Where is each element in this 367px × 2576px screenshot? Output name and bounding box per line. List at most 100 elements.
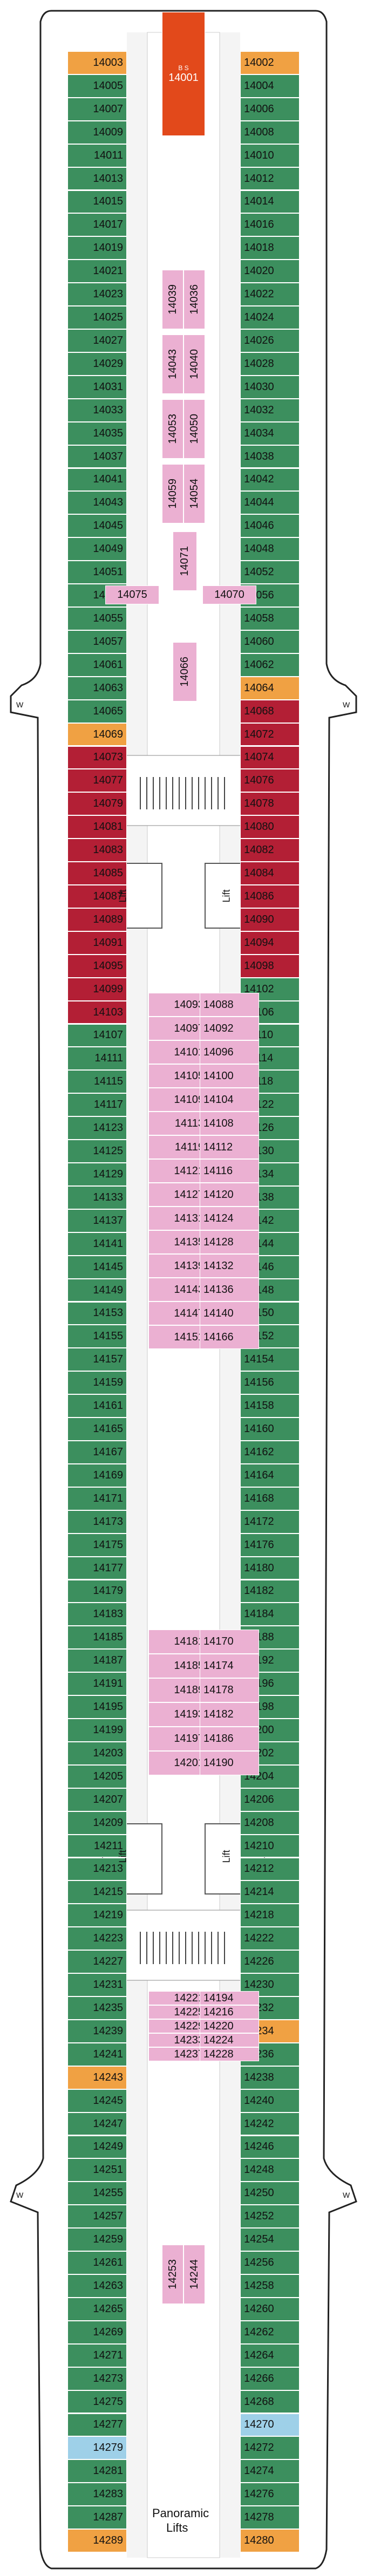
cabin-14208[interactable]: 14208: [240, 1811, 300, 1835]
cabin-14137[interactable]: 14137: [67, 1209, 127, 1232]
cabin-14247[interactable]: 14247: [67, 2112, 127, 2136]
cabin-14214[interactable]: 14214: [240, 1880, 300, 1904]
cabin-14201[interactable]: 14201: [148, 1751, 208, 1775]
cabin-14065[interactable]: 14065: [67, 699, 127, 723]
cabin-14025[interactable]: 14025: [67, 306, 127, 329]
cabin-14121[interactable]: 14121: [148, 1159, 208, 1183]
cabin-14169[interactable]: 14169: [67, 1463, 127, 1487]
cabin-14038[interactable]: 14038: [240, 445, 300, 468]
cabin-14104[interactable]: 14104: [200, 1088, 259, 1112]
cabin-14260[interactable]: 14260: [240, 2297, 300, 2321]
cabin-14254[interactable]: 14254: [240, 2228, 300, 2252]
cabin-14097[interactable]: 14097: [148, 1017, 208, 1040]
cabin-14037[interactable]: 14037: [67, 445, 127, 468]
cabin-14246[interactable]: 14246: [240, 2135, 300, 2159]
cabin-14166[interactable]: 14166: [200, 1325, 259, 1349]
cabin-14219[interactable]: 14219: [67, 1904, 127, 1927]
cabin-14153[interactable]: 14153: [67, 1301, 127, 1325]
cabin-14061[interactable]: 14061: [67, 653, 127, 677]
cabin-14157[interactable]: 14157: [67, 1348, 127, 1372]
cabin-14041[interactable]: 14041: [67, 468, 127, 492]
cabin-14071[interactable]: 14071: [173, 531, 197, 591]
cabin-14132[interactable]: 14132: [200, 1254, 259, 1278]
cabin-14048[interactable]: 14048: [240, 537, 300, 561]
cabin-14244[interactable]: 14244: [184, 2245, 205, 2304]
cabin-14098[interactable]: 14098: [240, 954, 300, 978]
cabin-14002[interactable]: 14002: [240, 51, 300, 74]
cabin-14005[interactable]: 14005: [67, 74, 127, 98]
cabin-14015[interactable]: 14015: [67, 190, 127, 214]
cabin-14229[interactable]: 14229: [148, 2019, 208, 2033]
cabin-14079[interactable]: 14079: [67, 792, 127, 816]
cabin-14269[interactable]: 14269: [67, 2320, 127, 2344]
cabin-14283[interactable]: 14283: [67, 2483, 127, 2506]
cabin-14020[interactable]: 14020: [240, 260, 300, 283]
cabin-14094[interactable]: 14094: [240, 931, 300, 955]
cabin-14281[interactable]: 14281: [67, 2459, 127, 2483]
cabin-14268[interactable]: 14268: [240, 2390, 300, 2414]
cabin-14046[interactable]: 14046: [240, 514, 300, 538]
cabin-14023[interactable]: 14023: [67, 283, 127, 306]
cabin-14018[interactable]: 14018: [240, 236, 300, 260]
cabin-14259[interactable]: 14259: [67, 2228, 127, 2252]
cabin-14184[interactable]: 14184: [240, 1603, 300, 1626]
cabin-14115[interactable]: 14115: [67, 1070, 127, 1094]
cabin-14189[interactable]: 14189: [148, 1678, 208, 1702]
cabin-14129[interactable]: 14129: [67, 1163, 127, 1186]
cabin-14289[interactable]: 14289: [67, 2529, 127, 2552]
cabin-14140[interactable]: 14140: [200, 1301, 259, 1325]
cabin-14100[interactable]: 14100: [200, 1064, 259, 1088]
cabin-14089[interactable]: 14089: [67, 908, 127, 931]
cabin-14183[interactable]: 14183: [67, 1603, 127, 1626]
cabin-14069[interactable]: 14069: [67, 723, 127, 746]
cabin-14034[interactable]: 14034: [240, 421, 300, 445]
cabin-14006[interactable]: 14006: [240, 97, 300, 121]
cabin-14185[interactable]: 14185: [67, 1626, 127, 1650]
cabin-14235[interactable]: 14235: [67, 1996, 127, 2020]
cabin-14099[interactable]: 14099: [67, 977, 127, 1001]
cabin-14224[interactable]: 14224: [200, 2033, 259, 2047]
cabin-14165[interactable]: 14165: [67, 1418, 127, 1441]
cabin-14107[interactable]: 14107: [67, 1024, 127, 1047]
cabin-14109[interactable]: 14109: [148, 1088, 208, 1112]
cabin-14101[interactable]: 14101: [148, 1040, 208, 1064]
cabin-14187[interactable]: 14187: [67, 1649, 127, 1673]
cabin-14248[interactable]: 14248: [240, 2158, 300, 2182]
cabin-14206[interactable]: 14206: [240, 1788, 300, 1811]
cabin-14211[interactable]: 14211: [67, 1834, 127, 1858]
cabin-14253[interactable]: 14253: [162, 2245, 184, 2304]
cabin-14167[interactable]: 14167: [67, 1441, 127, 1464]
cabin-14064[interactable]: 14064: [240, 676, 300, 700]
cabin-14213[interactable]: 14213: [67, 1857, 127, 1881]
cabin-14084[interactable]: 14084: [240, 862, 300, 885]
cabin-14123[interactable]: 14123: [67, 1116, 127, 1140]
cabin-14141[interactable]: 14141: [67, 1232, 127, 1256]
cabin-14203[interactable]: 14203: [67, 1741, 127, 1765]
cabin-14052[interactable]: 14052: [240, 561, 300, 584]
cabin-14243[interactable]: 14243: [67, 2066, 127, 2089]
cabin-14055[interactable]: 14055: [67, 607, 127, 630]
cabin-14231[interactable]: 14231: [67, 1973, 127, 1996]
cabin-14060[interactable]: 14060: [240, 630, 300, 653]
cabin-14239[interactable]: 14239: [67, 2019, 127, 2043]
cabin-14227[interactable]: 14227: [67, 1950, 127, 1974]
cabin-14221[interactable]: 14221: [148, 1991, 208, 2005]
cabin-14072[interactable]: 14072: [240, 723, 300, 746]
cabin-14215[interactable]: 14215: [67, 1880, 127, 1904]
cabin-14182[interactable]: 14182: [200, 1702, 259, 1727]
cabin-14093[interactable]: 14093: [148, 993, 208, 1017]
cabin-14251[interactable]: 14251: [67, 2158, 127, 2182]
cabin-14083[interactable]: 14083: [67, 839, 127, 862]
cabin-14059[interactable]: 14059: [162, 464, 184, 523]
cabin-14160[interactable]: 14160: [240, 1418, 300, 1441]
cabin-14256[interactable]: 14256: [240, 2251, 300, 2274]
cabin-14007[interactable]: 14007: [67, 97, 127, 121]
cabin-14249[interactable]: 14249: [67, 2135, 127, 2159]
cabin-14090[interactable]: 14090: [240, 908, 300, 931]
cabin-14240[interactable]: 14240: [240, 2089, 300, 2112]
cabin-14124[interactable]: 14124: [200, 1207, 259, 1230]
cabin-14276[interactable]: 14276: [240, 2483, 300, 2506]
cabin-14250[interactable]: 14250: [240, 2182, 300, 2205]
cabin-14087[interactable]: 14087: [67, 885, 127, 908]
